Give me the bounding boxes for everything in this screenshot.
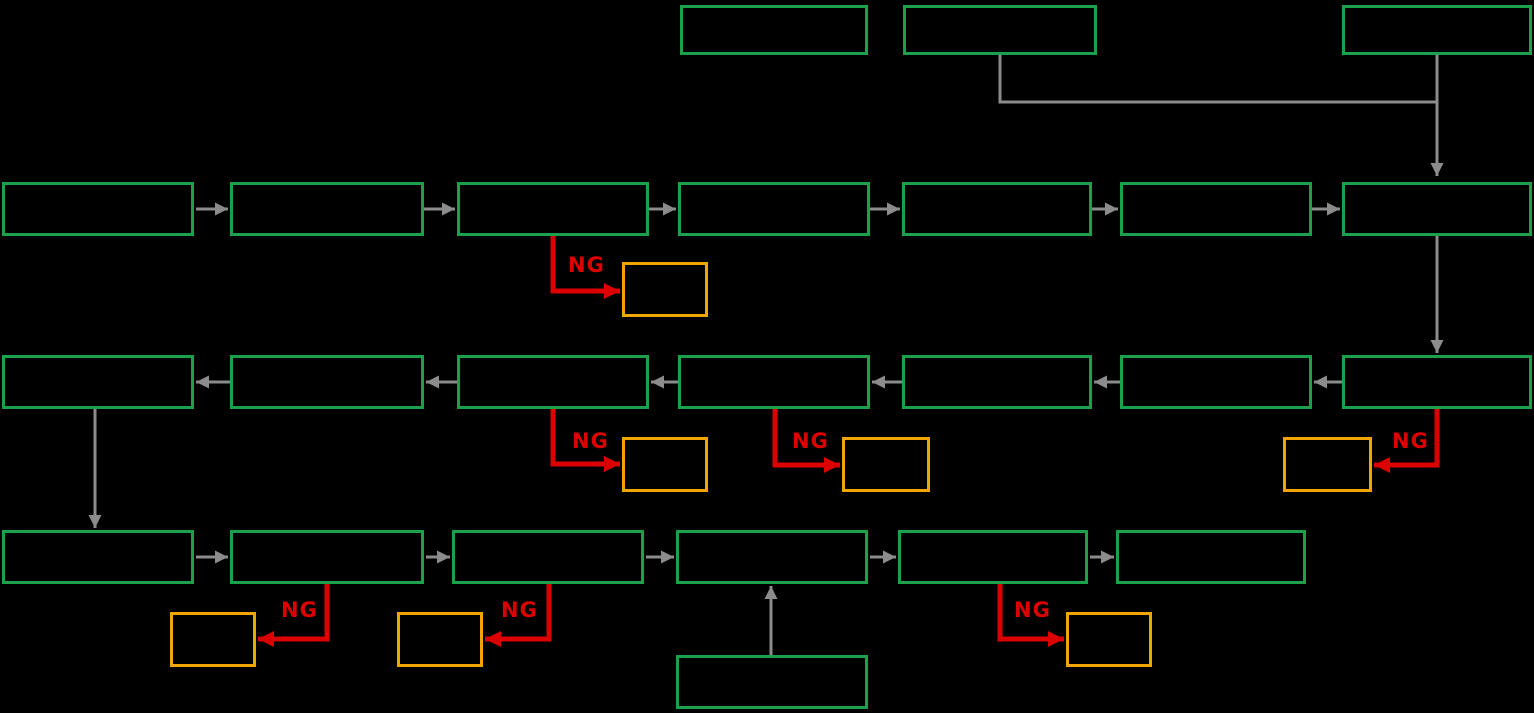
ng-arrow-row3-box2 (258, 584, 330, 647)
process-box (680, 5, 868, 55)
ng-arrow-row3-box3 (485, 584, 552, 647)
ng-label: NG (1014, 598, 1051, 622)
ng-result-box (397, 612, 483, 667)
process-box (230, 530, 424, 584)
process-box (2, 182, 194, 236)
process-box (678, 355, 870, 409)
ng-arrow-row2-box4 (772, 409, 840, 473)
process-box (1120, 355, 1312, 409)
ng-result-box (842, 437, 930, 492)
ng-label: NG (281, 598, 318, 622)
process-box (678, 182, 870, 236)
process-box (676, 530, 868, 584)
process-box (1116, 530, 1306, 584)
process-box (230, 355, 424, 409)
ng-arrow-row1-box3 (550, 236, 620, 299)
process-box (1120, 182, 1312, 236)
ng-arrow-row2-box7 (1374, 409, 1440, 473)
ng-result-box (1283, 437, 1372, 492)
ng-label: NG (572, 429, 609, 453)
process-box (902, 182, 1092, 236)
process-box (676, 655, 868, 709)
ng-result-box (170, 612, 256, 667)
process-box (2, 355, 194, 409)
ng-result-box (622, 437, 708, 492)
process-box (230, 182, 424, 236)
process-box (457, 182, 649, 236)
process-box (457, 355, 649, 409)
process-box (452, 530, 644, 584)
process-box (1342, 182, 1532, 236)
process-box (902, 355, 1092, 409)
process-box (1342, 5, 1532, 55)
ng-arrow-row2-box3 (550, 409, 620, 472)
ng-label: NG (568, 253, 605, 277)
ng-label: NG (1392, 429, 1429, 453)
process-box (2, 530, 194, 584)
process-box (898, 530, 1088, 584)
process-box (903, 5, 1097, 55)
process-box (1342, 355, 1532, 409)
connector-top2-elbow (998, 55, 1437, 104)
ng-label: NG (501, 598, 538, 622)
ng-result-box (622, 262, 708, 317)
ng-result-box (1066, 612, 1152, 667)
ng-arrow-row3-box5 (997, 584, 1064, 647)
ng-label: NG (792, 429, 829, 453)
